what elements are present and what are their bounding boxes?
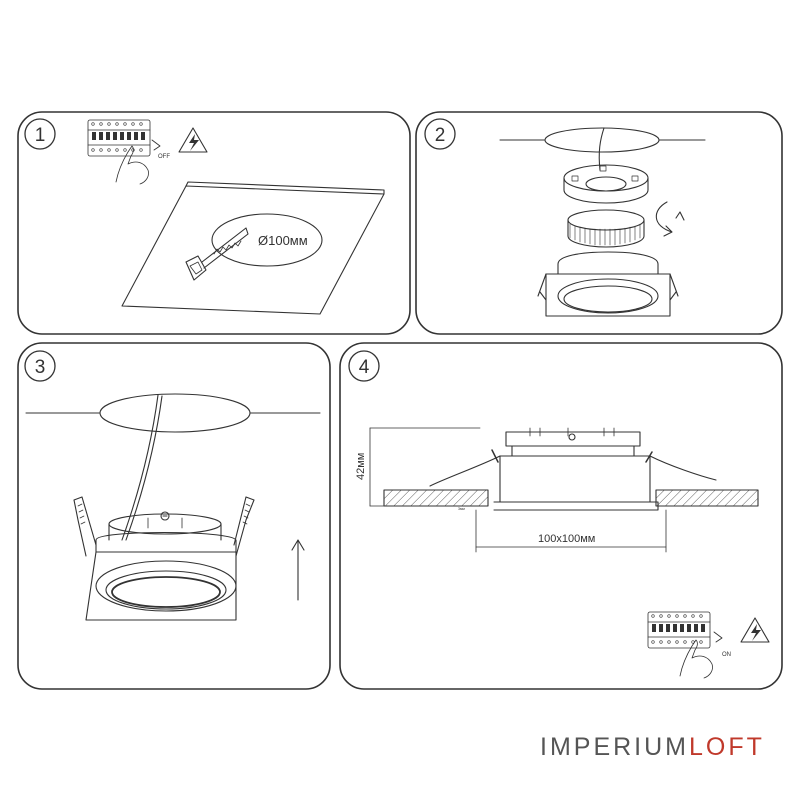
spring-clip-left [73, 496, 97, 557]
width-label: 100x100мм [538, 533, 595, 545]
saw-icon [185, 227, 249, 281]
step-2-number: 2 [435, 125, 446, 146]
circuit-breaker-icon [87, 119, 151, 157]
ceiling-hole [99, 393, 251, 433]
step-1-switch-label: OFF [158, 154, 170, 160]
gx53-base [563, 164, 649, 204]
spring-clip-right [669, 273, 679, 301]
supply-cable [598, 127, 605, 171]
step-1-number: 1 [35, 125, 46, 146]
fixture-section [429, 427, 717, 511]
height-dimension: 42мм [355, 427, 481, 507]
hand-icon [115, 145, 149, 185]
spring-clip-right [233, 496, 255, 557]
step-4-number-circle [348, 350, 380, 382]
square-trim [537, 251, 679, 317]
brand-part-2: LOFT [689, 733, 765, 761]
spring-clip-left [537, 273, 547, 301]
step-3-panel: 3 [17, 342, 331, 690]
cutout-diameter-label: Ø100мм [258, 233, 308, 248]
ceiling-hole [544, 127, 660, 153]
step-4-switch-label: ON [722, 652, 731, 658]
spring-clip-left [429, 455, 501, 487]
step-2-panel: 2 [415, 111, 783, 335]
spring-clip-right [649, 455, 717, 481]
supply-cable [121, 394, 163, 541]
brand-logo: IMPERIUMLOFT [540, 733, 765, 762]
electric-hazard-icon [178, 127, 208, 153]
rotate-arrow-icon [655, 201, 685, 237]
arrow-icon [151, 139, 161, 151]
up-arrow-icon [291, 539, 305, 601]
step-3-number: 3 [35, 357, 46, 378]
step-3-number-circle [24, 350, 56, 382]
step-4-number: 4 [359, 357, 370, 378]
arrow-icon [713, 631, 723, 643]
step-1-number-circle [24, 118, 56, 150]
circuit-breaker-icon [647, 611, 711, 649]
cutout-circle [211, 213, 323, 267]
height-label: 42мм [355, 453, 367, 480]
spot-assembly [73, 496, 255, 621]
step-1-panel: 1 OFF [17, 111, 411, 335]
ceiling-section [383, 489, 759, 507]
brand-part-1: IMPERIUM [540, 733, 689, 761]
width-dimension: 100x100мм [475, 509, 667, 553]
gx53-lamp [567, 209, 645, 248]
hand-icon [679, 639, 713, 679]
step-2-number-circle [424, 118, 456, 150]
ceiling-panel: Ø100мм [121, 181, 385, 315]
step-4-panel: 4 42мм 3мм [339, 342, 783, 690]
gap-label: 3мм [458, 507, 465, 511]
electric-hazard-icon [740, 617, 770, 643]
